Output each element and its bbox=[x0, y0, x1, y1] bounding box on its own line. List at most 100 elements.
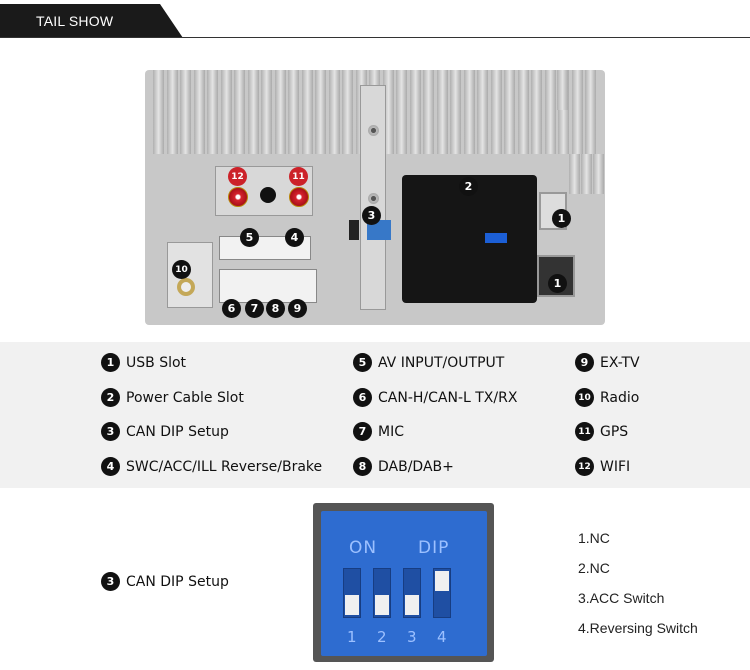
heatsink-fin bbox=[409, 70, 421, 154]
heatsink-fin bbox=[153, 70, 164, 154]
heatsink-fin bbox=[585, 70, 596, 154]
legend-number-badge: 1 bbox=[101, 353, 120, 372]
heatsink-fin bbox=[477, 70, 488, 154]
legend-item: 9 EX-TV bbox=[575, 353, 640, 372]
callout-badge: 1 bbox=[548, 274, 567, 293]
heatsink-fin bbox=[328, 70, 340, 154]
dip-switch-knob bbox=[405, 595, 419, 615]
can-connector bbox=[219, 269, 317, 303]
side-fin bbox=[581, 154, 592, 194]
header-title: TAIL SHOW bbox=[36, 13, 114, 29]
dip-switch-number: 2 bbox=[377, 628, 387, 646]
legend-item: 10 Radio bbox=[575, 388, 639, 407]
legend-item: 5 AV INPUT/OUTPUT bbox=[353, 353, 504, 372]
legend-number-badge: 2 bbox=[101, 388, 120, 407]
heatsink-fin bbox=[288, 70, 299, 154]
header-tab bbox=[0, 4, 183, 38]
dip-switch-knob bbox=[435, 571, 449, 591]
legend-number-badge: 8 bbox=[353, 457, 372, 476]
closeup-caption-text: CAN DIP Setup bbox=[126, 573, 229, 590]
bracket-screw-bottom bbox=[368, 193, 379, 204]
legend-label: WIFI bbox=[600, 458, 631, 475]
heatsink-fin bbox=[544, 70, 556, 154]
callout-badge: 8 bbox=[266, 299, 285, 318]
callout-badge: 2 bbox=[459, 177, 478, 196]
dip-note: 1.NC bbox=[578, 530, 610, 546]
dip-switch-number: 3 bbox=[407, 628, 417, 646]
legend-item: 7 MIC bbox=[353, 422, 404, 441]
dip-switch-2 bbox=[373, 568, 391, 618]
heatsink-fin bbox=[436, 70, 448, 154]
heatsink-fin bbox=[247, 70, 259, 154]
heatsink-fin bbox=[166, 70, 178, 154]
legend-number-badge: 12 bbox=[575, 457, 594, 476]
callout-badge: 1 bbox=[552, 209, 571, 228]
callout-badge: 5 bbox=[240, 228, 259, 247]
heatsink-fin bbox=[463, 70, 475, 154]
panel-dip-slot bbox=[349, 220, 359, 240]
legend-label: MIC bbox=[378, 423, 404, 440]
callout-badge: 10 bbox=[172, 260, 191, 279]
legend-label: USB Slot bbox=[126, 354, 187, 371]
heatsink-fin bbox=[490, 70, 502, 154]
power-connector bbox=[402, 175, 537, 303]
dip-switch-4 bbox=[433, 568, 451, 618]
heatsink-fin bbox=[396, 70, 407, 154]
heatsink-fin bbox=[234, 70, 245, 154]
callout-badge: 7 bbox=[245, 299, 264, 318]
heatsink-fin bbox=[531, 70, 542, 154]
dip-note: 4.Reversing Switch bbox=[578, 620, 698, 636]
dip-switch-knob bbox=[345, 595, 359, 615]
heatsink-fin bbox=[207, 70, 218, 154]
dip-closeup-photo: ON DIP 1 2 3 4 bbox=[313, 503, 494, 662]
dip-switch-number: 1 bbox=[347, 628, 357, 646]
callout-badge: 11 bbox=[289, 167, 308, 186]
legend-number-badge: 5 bbox=[353, 353, 372, 372]
legend-number-badge: 6 bbox=[353, 388, 372, 407]
legend-item: 12 WIFI bbox=[575, 457, 630, 476]
legend-number-badge: 11 bbox=[575, 422, 594, 441]
dip-switch-3 bbox=[403, 568, 421, 618]
heatsink-fin bbox=[517, 70, 529, 154]
heatsink-fin bbox=[180, 70, 191, 154]
dip-dip-label: DIP bbox=[418, 538, 450, 558]
callout-badge: 4 bbox=[285, 228, 304, 247]
legend-number-badge: 9 bbox=[575, 353, 594, 372]
heatsink-fin bbox=[301, 70, 313, 154]
dip-switch-knob bbox=[375, 595, 389, 615]
center-hole bbox=[260, 187, 276, 203]
heatsink-fin bbox=[261, 70, 272, 154]
heatsink-fin bbox=[558, 70, 569, 154]
legend-label: EX-TV bbox=[600, 354, 640, 371]
panel-dip-switch bbox=[367, 220, 391, 240]
heatsink-fin bbox=[571, 70, 583, 154]
callout-badge: 9 bbox=[288, 299, 307, 318]
legend-label: SWC/ACC/ILL Reverse/Brake bbox=[126, 458, 323, 475]
callout-badge: 12 bbox=[228, 167, 247, 186]
legend-label: DAB/DAB+ bbox=[378, 458, 454, 475]
legend-item: 8 DAB/DAB+ bbox=[353, 457, 454, 476]
heatsink-fin bbox=[504, 70, 515, 154]
legend-label: Radio bbox=[600, 389, 640, 406]
legend-number-badge: 10 bbox=[575, 388, 594, 407]
dip-switch-number: 4 bbox=[437, 628, 447, 646]
heatsink-fin bbox=[450, 70, 461, 154]
legend-label: AV INPUT/OUTPUT bbox=[378, 354, 505, 371]
legend-number-badge: 7 bbox=[353, 422, 372, 441]
power-fuse bbox=[485, 233, 507, 243]
legend-number-badge: 3 bbox=[101, 422, 120, 441]
heatsink-fin bbox=[274, 70, 286, 154]
rear-panel-photo bbox=[145, 70, 605, 325]
header-rule bbox=[0, 37, 750, 38]
side-fin bbox=[545, 70, 556, 110]
closeup-caption: 3 CAN DIP Setup bbox=[101, 572, 229, 591]
radio-jack bbox=[177, 278, 195, 296]
legend-label: CAN DIP Setup bbox=[126, 423, 229, 440]
dip-on-label: ON bbox=[349, 538, 378, 558]
gps-antenna-jack bbox=[289, 187, 309, 207]
legend-item: 1 USB Slot bbox=[101, 353, 186, 372]
heatsink-fin bbox=[220, 70, 232, 154]
dip-note: 2.NC bbox=[578, 560, 610, 576]
